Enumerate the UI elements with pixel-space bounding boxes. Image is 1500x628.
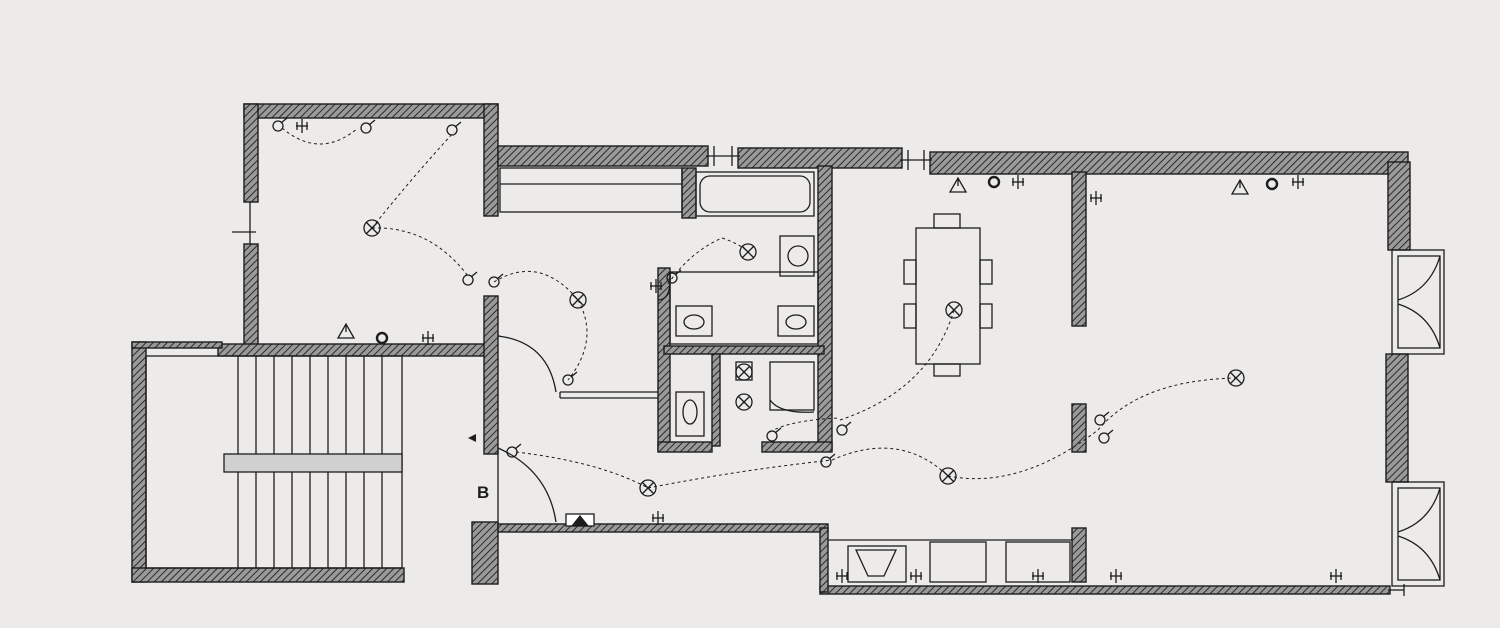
- wall-outlet-icon: [1329, 568, 1343, 584]
- ceiling-light-icon: [939, 467, 957, 485]
- wall-segment: [663, 345, 825, 355]
- wall-segment: [737, 147, 903, 169]
- wall-segment: [131, 567, 405, 583]
- doorbell-icon: [468, 434, 476, 442]
- ceiling-light-icon: [739, 243, 757, 261]
- room-label-b: B: [477, 483, 490, 502]
- ceiling-light-icon: [945, 301, 963, 319]
- wall-outlet-icon: [835, 568, 849, 584]
- tv-socket-icon: [1265, 177, 1279, 191]
- ceiling-light-icon: [735, 393, 753, 411]
- ceiling-light-icon: [735, 363, 753, 381]
- light-switch-icon: [836, 421, 852, 436]
- wall-outlet-icon: [1291, 174, 1305, 190]
- walls: [131, 103, 1411, 595]
- light-switch-icon: [1094, 411, 1110, 426]
- wall-segment: [497, 523, 829, 533]
- wall-segment: [681, 167, 697, 219]
- phone-socket-icon: [1231, 179, 1249, 195]
- light-switch-icon: [462, 271, 478, 286]
- tv-socket-icon: [987, 175, 1001, 189]
- wall-outlet-icon: [1089, 190, 1103, 206]
- wall-segment: [471, 521, 499, 585]
- wiring: [281, 127, 1237, 489]
- wall-segment: [657, 441, 713, 453]
- light-switch-icon: [272, 117, 288, 132]
- light-switch-icon: [1098, 429, 1114, 444]
- wall-segment: [497, 145, 709, 167]
- wall-segment: [819, 585, 1391, 595]
- wall-segment: [929, 151, 1409, 175]
- wall-outlet-icon: [909, 568, 923, 584]
- wall-segment: [711, 353, 721, 447]
- wall-segment: [761, 441, 833, 453]
- wall-outlet-icon: [651, 510, 665, 526]
- tv-socket-icon: [375, 331, 389, 345]
- light-switch-icon: [446, 121, 462, 136]
- light-switch-icon: [766, 427, 782, 442]
- wall-outlet-icon: [295, 118, 309, 134]
- light-switch-icon: [506, 443, 522, 458]
- wall-outlet-icon: [1031, 568, 1045, 584]
- wall-segment: [819, 527, 829, 593]
- wall-segment: [217, 343, 489, 357]
- wall-segment: [483, 295, 499, 455]
- light-switch-icon: [360, 119, 376, 134]
- wall-segment: [483, 103, 499, 217]
- light-switch-icon: [562, 371, 578, 386]
- wall-segment: [1387, 161, 1411, 251]
- phone-socket-icon: [949, 177, 967, 193]
- wall-segment: [243, 103, 499, 119]
- wall-segment: [131, 341, 223, 349]
- wall-segment: [243, 243, 259, 349]
- wall-segment: [131, 341, 147, 583]
- wall-outlet-icon: [1109, 568, 1123, 584]
- wall-outlet-icon: [421, 330, 435, 346]
- wall-segment: [1071, 171, 1087, 327]
- ceiling-light-icon: [569, 291, 587, 309]
- wall-segment: [817, 165, 833, 451]
- wall-segment: [243, 103, 259, 203]
- wall-segment: [1071, 527, 1087, 583]
- wall-segment: [657, 267, 671, 451]
- wall-segment: [1385, 353, 1409, 483]
- wall-outlet-icon: [1011, 174, 1025, 190]
- interior-lines: [145, 146, 1445, 596]
- wall-segment: [1071, 403, 1087, 453]
- ceiling-light-icon: [363, 219, 381, 237]
- phone-socket-icon: [337, 323, 355, 339]
- ceiling-light-icon: [639, 479, 657, 497]
